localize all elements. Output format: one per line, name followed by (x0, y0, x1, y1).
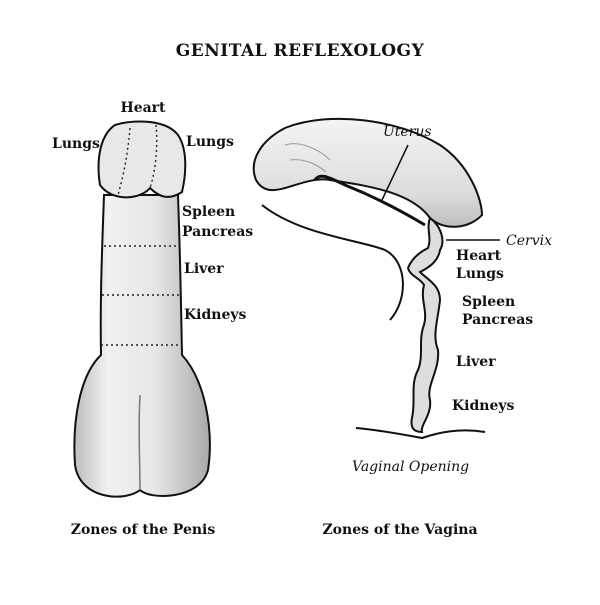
label-kidneys-female: Kidneys (452, 398, 514, 414)
vaginal-canal (406, 216, 444, 434)
label-pancreas-female: Pancreas (462, 312, 533, 328)
label-pancreas-male: Pancreas (182, 224, 253, 240)
label-spleen-female: Spleen (462, 294, 515, 310)
label-lungs-right: Lungs (186, 134, 234, 150)
label-cervix: Cervix (506, 233, 552, 249)
uterine-cavity (313, 174, 426, 227)
glans-zone-line-left (117, 127, 131, 196)
uterus (252, 117, 484, 228)
label-liver-female: Liver (456, 354, 496, 370)
caption-penis: Zones of the Penis (71, 522, 216, 538)
label-uterus: Uterus (383, 124, 432, 140)
label-lungs-female: Lungs (456, 266, 504, 282)
label-heart-male: Heart (120, 100, 166, 116)
penis-illustration (73, 120, 211, 498)
glans (97, 120, 187, 199)
caption-vagina: Zones of the Vagina (322, 522, 477, 538)
uterus-shading-2 (289, 159, 327, 173)
pelvic-curve (261, 204, 404, 321)
perineum-line (355, 427, 486, 440)
penis-body (73, 194, 211, 498)
uterus-pointer (381, 144, 409, 201)
scrotum-crease (138, 394, 141, 491)
label-kidneys-male: Kidneys (184, 307, 246, 323)
glans-zone-line-right (149, 124, 158, 189)
label-vaginal-opening: Vaginal Opening (352, 459, 469, 475)
label-heart-female: Heart (456, 248, 502, 264)
vagina-illustration (252, 117, 500, 440)
diagram-title: GENITAL REFLEXOLOGY (176, 41, 425, 61)
label-lungs-left: Lungs (52, 136, 100, 152)
label-liver-male: Liver (184, 261, 224, 277)
label-spleen-male: Spleen (182, 204, 235, 220)
uterus-shading-1 (284, 143, 331, 161)
